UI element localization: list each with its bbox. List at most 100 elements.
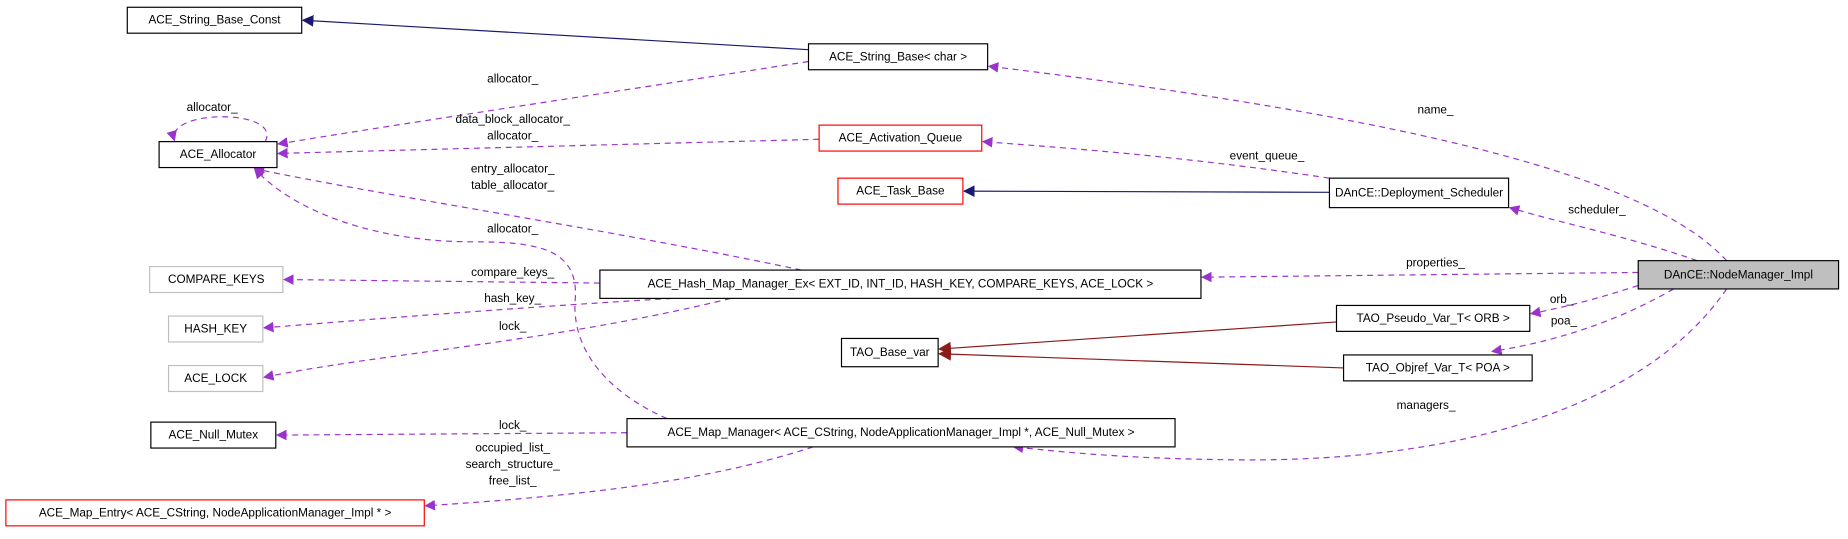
edge-label: free_list_ xyxy=(489,475,537,488)
node-allocator[interactable]: ACE_Allocator xyxy=(158,141,278,169)
node-string-base[interactable]: ACE_String_Base< char > xyxy=(807,43,989,71)
node-objref-var[interactable]: TAO_Objref_Var_T< POA > xyxy=(1342,354,1533,382)
usage-arrow xyxy=(1491,288,1674,356)
edge-hash_map-to-hash_key: hash_key_ xyxy=(262,292,672,333)
node-label: TAO_Pseudo_Var_T< ORB > xyxy=(1357,312,1510,325)
edge-label: lock_ xyxy=(499,320,527,333)
node-box xyxy=(5,499,425,527)
node-activation-queue[interactable]: ACE_Activation_Queue xyxy=(818,124,983,152)
node-box xyxy=(807,43,989,71)
edge-hash_map-to-ace_lock: lock_ xyxy=(262,297,731,381)
edge-map_manager-to-allocator: allocator_ xyxy=(253,167,668,420)
usage-arrow xyxy=(424,446,814,511)
node-hash-key[interactable]: HASH_KEY xyxy=(167,315,264,343)
node-box xyxy=(1342,354,1533,382)
node-box xyxy=(126,6,303,34)
edge-label: managers_ xyxy=(1397,399,1456,412)
edge-label: occupied_list_ xyxy=(475,442,550,455)
edge-hash_map-to-allocator: entry_allocator_ table_allocator_ xyxy=(253,162,802,271)
edge-label: scheduler_ xyxy=(1568,204,1626,217)
edge-string_base-to-allocator: allocator_ xyxy=(277,60,809,148)
node-base-var[interactable]: TAO_Base_var xyxy=(840,337,939,368)
edge-deployment_scheduler-to-activation_queue: event_queue_ xyxy=(981,137,1330,179)
edge-node_manager-to-pseudo_var: orb_ xyxy=(1529,284,1639,318)
usage-arrow xyxy=(987,62,1728,262)
edge-deployment_scheduler-to-task_base xyxy=(962,185,1330,198)
node-ace-lock[interactable]: ACE_LOCK xyxy=(167,364,264,393)
node-map-manager[interactable]: ACE_Map_Manager< ACE_CString, NodeApplic… xyxy=(626,418,1176,448)
edge-map_manager-to-map_entry: occupied_list_ search_structure_ free_list… xyxy=(424,442,814,511)
edge-map_manager-to-null_mutex: lock_ xyxy=(275,419,628,441)
node-label: ACE_Allocator xyxy=(180,148,257,161)
edge-label: search_structure_ xyxy=(466,458,561,471)
node-label: ACE_Hash_Map_Manager_Ex< EXT_ID, INT_ID,… xyxy=(648,278,1154,291)
inheritance-arrow xyxy=(301,14,809,51)
usage-arrow xyxy=(981,137,1330,179)
node-string-base-const[interactable]: ACE_String_Base_Const xyxy=(126,6,303,34)
edge-label: allocator_ xyxy=(187,101,238,114)
edge-label: name_ xyxy=(1418,103,1454,116)
node-map-entry[interactable]: ACE_Map_Entry< ACE_CString, NodeApplicat… xyxy=(5,499,425,527)
edge-label: allocator_ xyxy=(487,129,538,142)
template-arrow xyxy=(938,321,1337,355)
usage-arrow xyxy=(277,138,820,159)
usage-arrow xyxy=(262,297,672,333)
edge-label: poa_ xyxy=(1551,314,1578,327)
usage-arrow xyxy=(277,60,809,148)
node-null-mutex[interactable]: ACE_Null_Mutex xyxy=(150,421,277,449)
usage-arrow xyxy=(275,429,628,441)
node-task-base[interactable]: ACE_Task_Base xyxy=(837,177,964,205)
node-label: ACE_Map_Entry< ACE_CString, NodeApplicat… xyxy=(39,506,392,519)
node-label: ACE_Null_Mutex xyxy=(169,429,259,442)
node-box xyxy=(167,315,264,343)
node-label: DAnCE::NodeManager_Impl xyxy=(1664,268,1813,281)
node-box xyxy=(1335,304,1531,332)
node-box xyxy=(158,141,278,169)
node-label: ACE_Activation_Queue xyxy=(839,132,963,145)
edge-label: properties_ xyxy=(1406,257,1465,270)
edge-allocator-to-allocator: allocator_ xyxy=(166,101,268,142)
edge-objref_var-to-base_var xyxy=(938,347,1344,369)
usage-arrow xyxy=(166,116,268,142)
node-box xyxy=(840,337,939,368)
node-box xyxy=(1637,260,1840,290)
node-box xyxy=(818,124,983,152)
edge-label: allocator_ xyxy=(487,73,538,86)
usage-arrow xyxy=(1012,288,1728,461)
edge-label: lock_ xyxy=(499,419,527,432)
node-label: ACE_Map_Manager< ACE_CString, NodeApplic… xyxy=(668,426,1135,439)
node-pseudo-var[interactable]: TAO_Pseudo_Var_T< ORB > xyxy=(1335,304,1531,332)
edge-label: orb_ xyxy=(1550,293,1574,306)
edge-node_manager-to-deployment_scheduler: scheduler_ xyxy=(1508,204,1698,262)
edge-label: allocator_ xyxy=(487,222,538,235)
node-compare-keys[interactable]: COMPARE_KEYS xyxy=(149,265,284,294)
usage-arrow xyxy=(1201,271,1639,283)
edge-label: table_allocator_ xyxy=(471,179,555,192)
node-box xyxy=(626,418,1176,448)
node-box xyxy=(167,364,264,393)
node-label: HASH_KEY xyxy=(184,323,247,336)
usage-arrow xyxy=(253,167,668,420)
node-label: DAnCE::Deployment_Scheduler xyxy=(1335,186,1503,199)
edge-activation_queue-to-allocator: data_block_allocator_allocator_ xyxy=(277,113,820,159)
edge-label: entry_allocator_ xyxy=(471,162,555,175)
node-label: ACE_Task_Base xyxy=(856,185,945,198)
edge-label: compare_keys_ xyxy=(471,266,555,279)
node-label: TAO_Objref_Var_T< POA > xyxy=(1366,361,1510,374)
edges-layer: allocator_allocator_data_block_allocator… xyxy=(166,14,1728,511)
usage-arrow xyxy=(1508,205,1698,262)
usage-arrow xyxy=(282,274,600,285)
node-deployment-scheduler[interactable]: DAnCE::Deployment_Scheduler xyxy=(1328,177,1510,209)
template-arrow xyxy=(938,347,1344,369)
node-box xyxy=(599,269,1202,299)
node-box xyxy=(150,421,277,449)
node-box xyxy=(1328,177,1510,209)
node-label: ACE_String_Base_Const xyxy=(148,14,281,27)
edge-label: hash_key_ xyxy=(484,292,541,305)
usage-arrow xyxy=(1529,284,1639,318)
node-label: ACE_String_Base< char > xyxy=(829,50,967,63)
node-hash-map[interactable]: ACE_Hash_Map_Manager_Ex< EXT_ID, INT_ID,… xyxy=(599,269,1202,299)
edge-node_manager-to-string_base: name_ xyxy=(987,62,1728,262)
